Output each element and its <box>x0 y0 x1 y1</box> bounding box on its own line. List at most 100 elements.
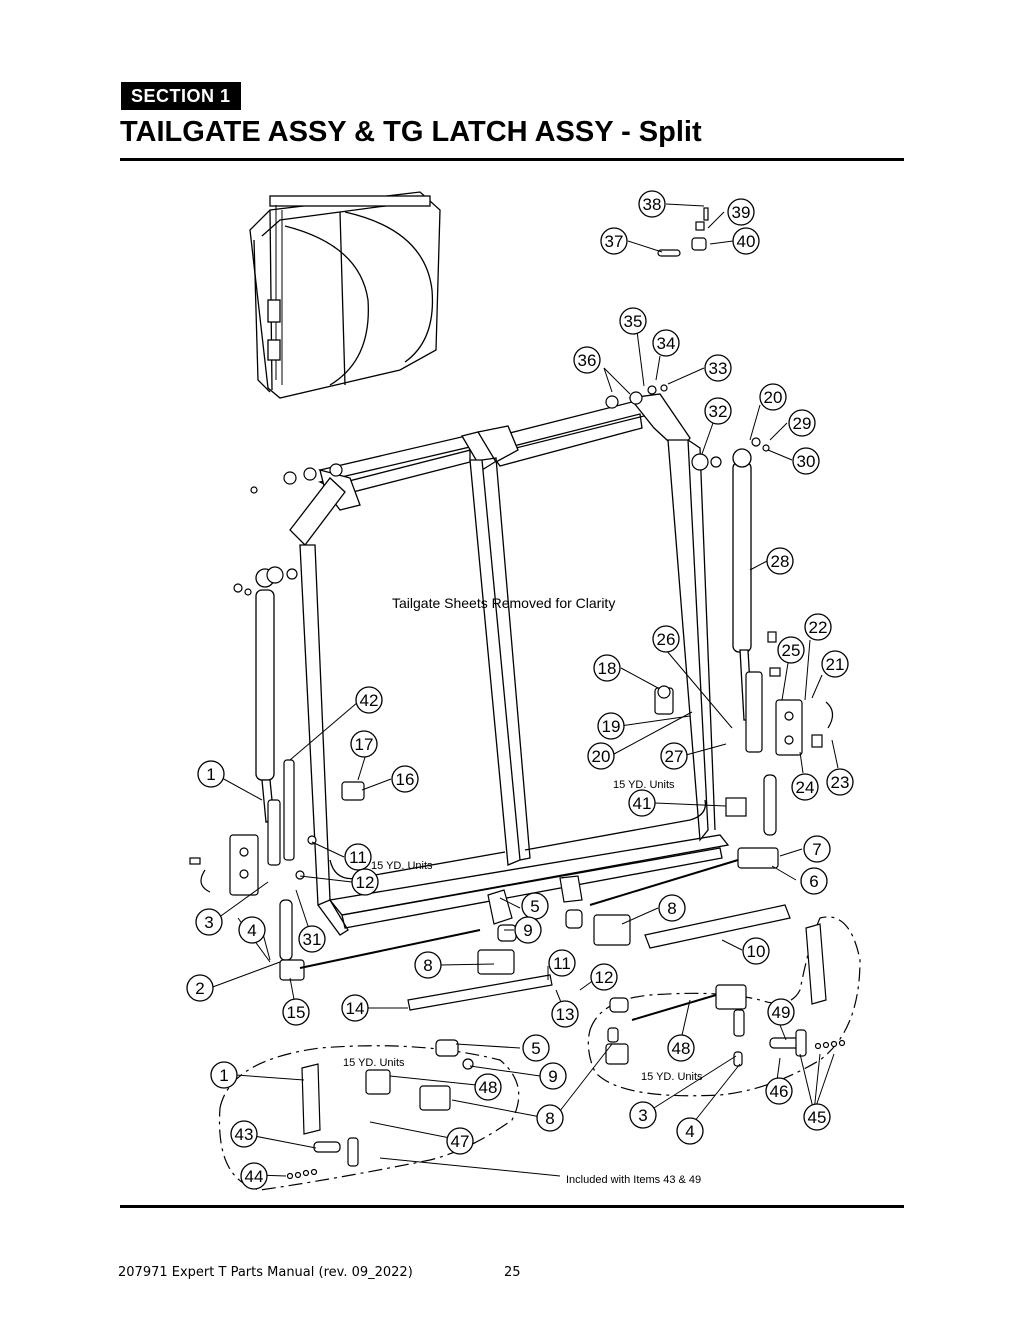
callout-41: 41 <box>628 789 656 817</box>
callout-44: 44 <box>240 1162 268 1190</box>
callout-1: 1 <box>210 1061 238 1089</box>
callout-circle <box>704 397 732 425</box>
callout-12: 12 <box>590 963 618 991</box>
callout-number: 35 <box>624 312 643 331</box>
callout-circle <box>414 951 442 979</box>
callout-circle <box>676 1117 704 1145</box>
callout-circle <box>351 868 379 896</box>
callout-10: 10 <box>742 937 770 965</box>
callout-33: 33 <box>704 354 732 382</box>
callout-circle <box>548 949 576 977</box>
callout-23: 23 <box>826 768 854 796</box>
callout-number: 8 <box>545 1109 554 1128</box>
callout-number: 23 <box>831 773 850 792</box>
callout-circle <box>759 383 787 411</box>
note-sheets-removed: Tailgate Sheets Removed for Clarity <box>392 595 615 611</box>
callout-number: 5 <box>530 897 539 916</box>
callout-number: 49 <box>772 1003 791 1022</box>
callout-circle <box>539 1062 567 1090</box>
callout-number: 40 <box>737 232 756 251</box>
callout-number: 1 <box>219 1066 228 1085</box>
callout-circle <box>355 686 383 714</box>
callout-5: 5 <box>521 892 549 920</box>
callout-26: 26 <box>652 625 680 653</box>
callout-circle <box>551 1000 579 1028</box>
callout-circle <box>821 650 849 678</box>
note-units-d: 15 YD. Units <box>641 1071 703 1083</box>
right-latch-assembly <box>589 631 834 906</box>
footer-rule <box>120 1205 904 1208</box>
callout-27: 27 <box>660 742 688 770</box>
callout-14: 14 <box>341 994 369 1022</box>
callout-20: 20 <box>759 383 787 411</box>
diagram-notes: Tailgate Sheets Removed for Clarity 15 Y… <box>343 595 703 1186</box>
callout-circle <box>597 712 625 740</box>
callout-29: 29 <box>788 409 816 437</box>
callout-number: 36 <box>578 351 597 370</box>
callout-number: 2 <box>195 979 204 998</box>
tailgate-inset-drawing <box>249 191 441 399</box>
callout-circle <box>628 789 656 817</box>
note-units-b: 15 YD. Units <box>371 860 433 872</box>
lower-left-inset-parts <box>286 1039 474 1180</box>
callout-circle <box>767 998 795 1026</box>
callout-circle <box>350 730 378 758</box>
callout-number: 12 <box>356 873 375 892</box>
callout-1: 1 <box>197 760 225 788</box>
callout-9: 9 <box>539 1062 567 1090</box>
callout-8: 8 <box>414 951 442 979</box>
callout-number: 25 <box>782 641 801 660</box>
callout-37: 37 <box>600 227 628 255</box>
callout-35: 35 <box>619 307 647 335</box>
callout-46: 46 <box>765 1077 793 1105</box>
callout-number: 4 <box>685 1122 694 1141</box>
callout-15: 15 <box>282 998 310 1026</box>
callout-20: 20 <box>587 742 615 770</box>
callout-5: 5 <box>522 1034 550 1062</box>
callout-39: 39 <box>727 198 755 226</box>
callout-circle <box>804 613 832 641</box>
callout-number: 20 <box>764 388 783 407</box>
callout-38: 38 <box>638 190 666 218</box>
callout-42: 42 <box>355 686 383 714</box>
callout-8: 8 <box>536 1104 564 1132</box>
callout-number: 9 <box>523 921 532 940</box>
callout-number: 34 <box>657 334 676 353</box>
callout-circle <box>826 768 854 796</box>
callout-28: 28 <box>766 547 794 575</box>
callout-9: 9 <box>514 916 542 944</box>
callout-number: 16 <box>396 770 415 789</box>
callout-3: 3 <box>629 1101 657 1129</box>
callout-number: 7 <box>812 840 821 859</box>
callout-circle <box>660 742 688 770</box>
callout-24: 24 <box>791 773 819 801</box>
callout-circle <box>474 1073 502 1101</box>
page-number: 25 <box>504 1265 521 1280</box>
callout-number: 21 <box>826 655 845 674</box>
callout-4: 4 <box>238 916 266 944</box>
callout-circle <box>298 925 326 953</box>
callout-number: 46 <box>770 1082 789 1101</box>
callout-48: 48 <box>667 1034 695 1062</box>
callout-number: 8 <box>667 899 676 918</box>
note-units-c: 15 YD. Units <box>343 1057 405 1069</box>
callout-11: 11 <box>548 949 576 977</box>
callout-circle <box>619 307 647 335</box>
callout-number: 4 <box>247 921 256 940</box>
callout-number: 11 <box>349 848 367 867</box>
callout-18: 18 <box>593 654 621 682</box>
callout-number: 12 <box>595 968 614 987</box>
callout-16: 16 <box>391 765 419 793</box>
callout-circle <box>638 190 666 218</box>
callout-17: 17 <box>350 730 378 758</box>
callout-11: 11 <box>344 843 372 871</box>
callout-circle <box>652 329 680 357</box>
callout-25: 25 <box>777 636 805 664</box>
callout-number: 15 <box>287 1003 306 1022</box>
callout-number: 27 <box>665 747 684 766</box>
callout-number: 48 <box>479 1078 498 1097</box>
callout-number: 28 <box>771 552 790 571</box>
callout-number: 19 <box>602 717 621 736</box>
callout-circle <box>522 1034 550 1062</box>
callout-number: 6 <box>809 872 818 891</box>
